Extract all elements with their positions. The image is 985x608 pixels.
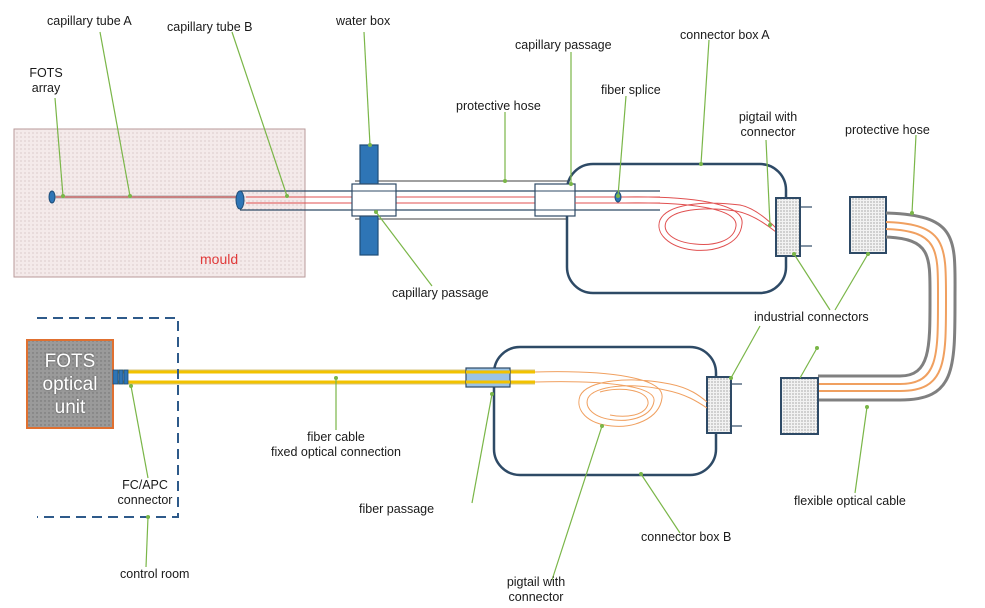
label-fots-array-2: array	[31, 81, 61, 95]
label-protective-hose-top: protective hose	[456, 99, 541, 113]
label-fc-apc-1: FC/APC	[122, 478, 168, 492]
label-capillary-passage-top: capillary passage	[515, 38, 612, 52]
industrial-connector-lower-right	[780, 377, 819, 435]
label-fots-unit-2: optical	[42, 374, 98, 395]
label-connector-box-b: connector box B	[641, 530, 732, 544]
fots-optical-unit	[26, 339, 114, 429]
capillary-tube-a	[48, 190, 240, 204]
fiber-splice-and-loop-a	[575, 190, 777, 251]
label-capillary-tube-b: capillary tube B	[167, 20, 253, 34]
capillary-passage-top	[534, 183, 576, 217]
leader-lines	[54, 31, 917, 581]
control-room-boundary	[37, 317, 179, 518]
label-protective-hose-right: protective hose	[845, 123, 930, 137]
label-control-room: control room	[120, 567, 190, 581]
connector-box-b	[492, 345, 718, 477]
label-fots-unit-3: unit	[54, 397, 86, 418]
industrial-connector-b	[706, 376, 742, 434]
industrial-connector-a	[775, 197, 812, 257]
label-connector-box-a: connector box A	[680, 28, 770, 42]
label-capillary-tube-a: capillary tube A	[47, 14, 132, 28]
label-pigtail-b-1: pigtail with	[506, 575, 566, 589]
pigtail-loop-b	[534, 371, 708, 427]
label-fots-array-1: FOTS	[29, 66, 63, 80]
label-pigtail-a-2: connector	[740, 125, 796, 139]
label-water-box: water box	[336, 14, 391, 28]
water-box	[351, 144, 397, 256]
label-flexible-optical-cable: flexible optical cable	[794, 494, 906, 508]
industrial-connector-upper-right	[849, 196, 887, 254]
label-fiber-splice: fiber splice	[601, 83, 661, 97]
label-pigtail-b-2: connector	[508, 590, 564, 604]
fc-apc-connector	[112, 369, 129, 385]
label-pigtail-a-1: pigtail with	[738, 110, 798, 124]
connector-box-a	[565, 162, 788, 295]
label-capillary-passage-bottom: capillary passage	[392, 286, 489, 300]
label-industrial-connectors: industrial connectors	[754, 310, 869, 324]
label-fc-apc-2: connector	[117, 493, 173, 507]
leader-dots	[61, 143, 914, 519]
label-fiber-cable-2: fixed optical connection	[271, 445, 401, 459]
label-fots-unit-1: FOTS	[44, 351, 96, 372]
label-fiber-passage: fiber passage	[359, 502, 435, 516]
protective-hose-top	[355, 180, 570, 220]
flexible-optical-cable	[818, 211, 957, 402]
label-fiber-cable-1: fiber cable	[307, 430, 365, 444]
fiber-passage	[465, 367, 511, 388]
label-mould: mould	[200, 251, 239, 267]
